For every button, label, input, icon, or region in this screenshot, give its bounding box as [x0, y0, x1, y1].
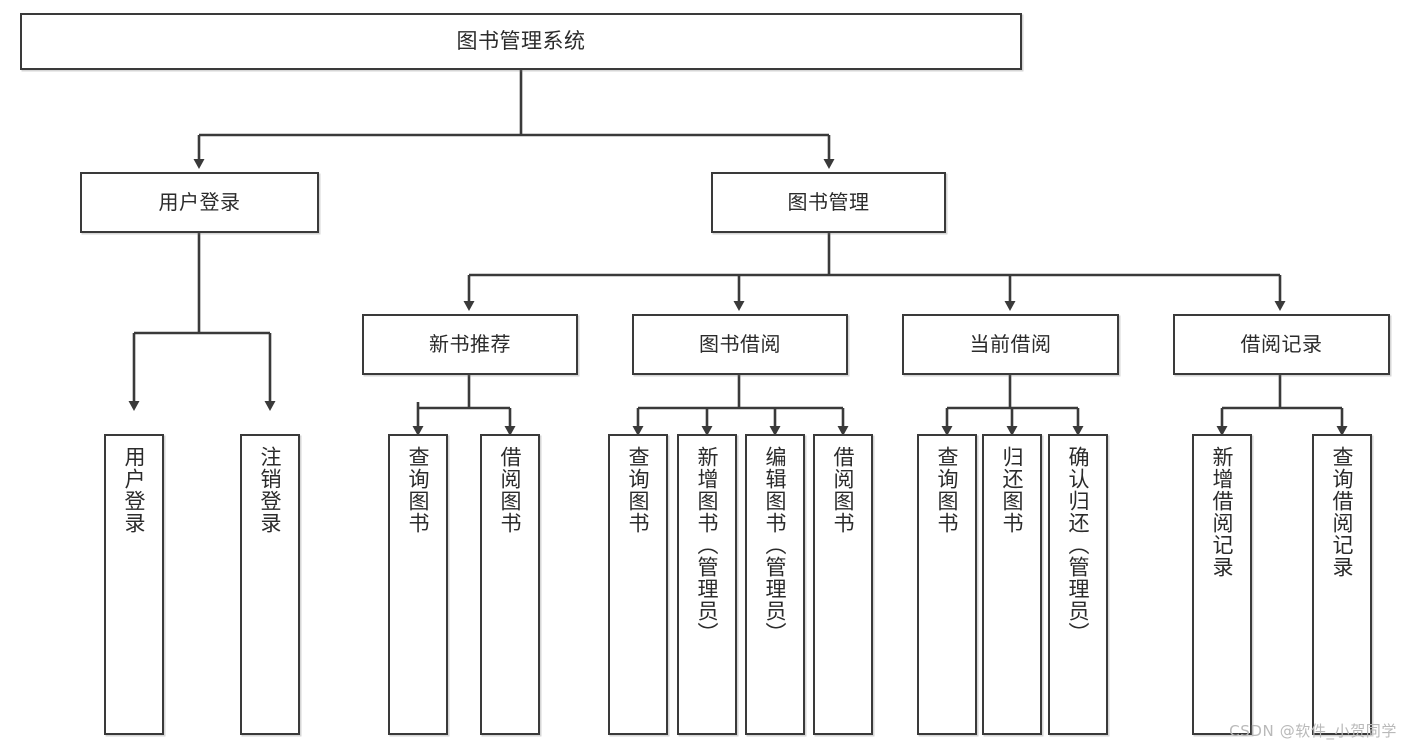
leaf-borrow-borrow-book[interactable]: 借阅图书	[813, 434, 873, 735]
node-label: 新增图书（管理员）	[695, 446, 720, 644]
watermark: CSDN @软件_小贺同学	[1229, 722, 1397, 740]
node-label: 查询图书	[935, 446, 960, 534]
leaf-new-book-borrow[interactable]: 借阅图书	[480, 434, 540, 735]
leaf-record-query-record[interactable]: 查询借阅记录	[1312, 434, 1372, 735]
node-label: 借阅记录	[1240, 331, 1323, 356]
node-label: 编辑图书（管理员）	[763, 446, 788, 644]
node-label: 确认归还（管理员）	[1066, 446, 1091, 644]
leaf-current-query-book[interactable]: 查询图书	[917, 434, 977, 735]
node-label: 借阅图书	[831, 446, 856, 534]
node-label: 查询图书	[626, 446, 651, 534]
leaf-borrow-add-book[interactable]: 新增图书（管理员）	[677, 434, 737, 735]
node-label: 归还图书	[1000, 446, 1025, 534]
node-current-borrow[interactable]: 当前借阅	[902, 314, 1119, 375]
leaf-current-return-book[interactable]: 归还图书	[982, 434, 1042, 735]
node-borrow-record[interactable]: 借阅记录	[1173, 314, 1390, 375]
node-book-borrow[interactable]: 图书借阅	[632, 314, 848, 375]
node-label: 注销登录	[258, 446, 283, 534]
node-label: 查询借阅记录	[1330, 446, 1355, 578]
leaf-user-login-logout[interactable]: 注销登录	[240, 434, 300, 735]
node-user-login[interactable]: 用户登录	[80, 172, 319, 233]
node-label: 图书借阅	[699, 331, 781, 356]
leaf-borrow-edit-book[interactable]: 编辑图书（管理员）	[745, 434, 805, 735]
leaf-user-login-login[interactable]: 用户登录	[104, 434, 164, 735]
node-label: 当前借阅	[969, 331, 1052, 356]
node-label: 新书推荐	[429, 331, 511, 356]
leaf-current-confirm-return[interactable]: 确认归还（管理员）	[1048, 434, 1108, 735]
node-label: 新增借阅记录	[1210, 446, 1235, 578]
node-label: 用户登录	[122, 446, 147, 534]
node-label: 用户登录	[158, 189, 241, 214]
node-root-system[interactable]: 图书管理系统	[20, 13, 1022, 70]
leaf-new-book-query[interactable]: 查询图书	[388, 434, 448, 735]
node-label: 借阅图书	[498, 446, 523, 534]
leaf-record-add-record[interactable]: 新增借阅记录	[1192, 434, 1252, 735]
node-label: 图书管理系统	[456, 29, 586, 54]
node-label: 图书管理	[787, 189, 870, 214]
node-label: 查询图书	[406, 446, 431, 534]
node-book-management[interactable]: 图书管理	[711, 172, 946, 233]
node-new-book-recommend[interactable]: 新书推荐	[362, 314, 578, 375]
leaf-borrow-query-book[interactable]: 查询图书	[608, 434, 668, 735]
